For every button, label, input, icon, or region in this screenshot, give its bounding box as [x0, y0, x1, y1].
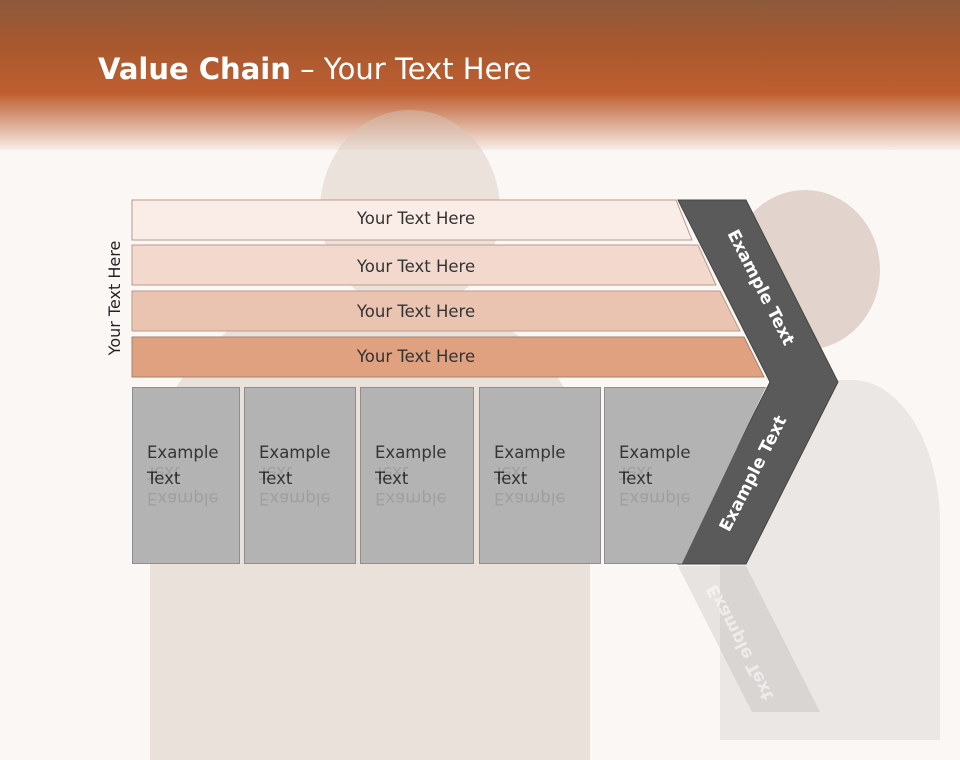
row-label-1: Your Text Here: [356, 209, 475, 228]
reflected-box-label: Example Text: [494, 463, 566, 508]
boxes-reflection: Example Text Example Text Example Text E…: [132, 387, 772, 564]
row-label-2: Your Text Here: [356, 257, 475, 276]
activity-box-label: Example Text: [619, 440, 691, 492]
reflected-box-label: Example Text: [619, 463, 691, 508]
reflected-box-label: Example Text: [147, 463, 219, 508]
slide-title: Value Chain – Your Text Here: [98, 52, 532, 86]
chevron-reflection: [678, 566, 820, 712]
row-bar-3: [131, 290, 741, 332]
activity-box-2: Example Text: [244, 387, 356, 564]
activity-box-label: Example Text: [375, 440, 447, 492]
row-bar-1: [131, 199, 693, 241]
slide-title-rest: – Your Text Here: [290, 52, 532, 86]
slide-title-bold: Value Chain: [98, 52, 291, 86]
value-chain-diagram: Your Text Here Your Text Here Your Text …: [131, 199, 839, 712]
row-label-4: Your Text Here: [356, 347, 475, 366]
activity-box-4: Example Text: [479, 387, 601, 564]
reflected-box-label: Example Text: [259, 463, 331, 508]
activity-box-label: Example Text: [147, 440, 219, 492]
row-label-3: Your Text Here: [356, 302, 475, 321]
reflected-box-label: Example Text: [375, 463, 447, 508]
activity-box-1: Example Text: [132, 387, 240, 564]
activity-box-label: Example Text: [259, 440, 331, 492]
activity-box-3: Example Text: [360, 387, 474, 564]
header-band: [0, 0, 960, 150]
row-bar-2: [131, 244, 717, 286]
value-chain-chevron: [677, 199, 839, 565]
row-bar-4: [131, 336, 765, 378]
activity-box-label: Example Text: [494, 440, 566, 492]
